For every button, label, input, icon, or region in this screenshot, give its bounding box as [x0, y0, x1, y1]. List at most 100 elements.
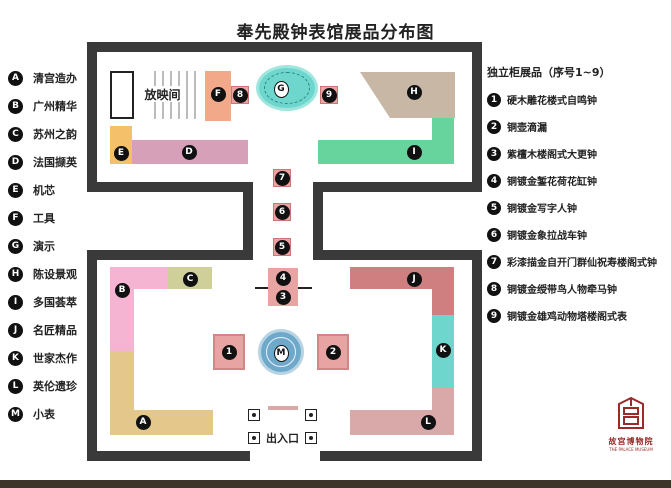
legend-label: 名匠精品 [33, 324, 77, 337]
zone-l-label: L [420, 414, 436, 430]
cabinet-item: 7 彩漆描金自开门群仙祝寿楼阁式钟 [487, 248, 657, 275]
legend-label: 广州精华 [33, 100, 77, 113]
palace-museum-logo: 故宫博物院 THE PALACE MUSEUM [596, 396, 666, 466]
palace-seal-icon [618, 396, 644, 429]
cabinet-label: 铜镀金绶带鸟人物牵马钟 [507, 285, 617, 296]
zone-j-label: J [406, 271, 422, 287]
cabinet-6-label: 6 [274, 204, 290, 220]
zone-i [318, 140, 454, 164]
legend-badge: C [8, 126, 23, 142]
cabinet-item: 3 紫檀木楼阁式大更钟 [487, 140, 657, 167]
cabinet-8-label: 8 [232, 87, 248, 103]
logo-name: 故宫博物院 [608, 437, 654, 446]
legend-badge: F [8, 210, 23, 226]
legend-label: 小表 [33, 408, 55, 421]
legend-badge: M [8, 406, 23, 422]
zone-f-label: F [210, 86, 226, 102]
legend-item-b: B 广州精华 [8, 92, 77, 120]
legend-badge: A [8, 70, 23, 86]
zone-m-label: M [272, 344, 290, 362]
legend-label: 英伦遗珍 [33, 380, 77, 393]
zone-e-label: E [113, 145, 129, 161]
cabinet-5-label: 5 [274, 239, 290, 255]
cabinet-badge: 3 [487, 146, 501, 161]
entrance-post [248, 432, 260, 444]
cabinet-label: 紫檀木楼阁式大更钟 [507, 150, 597, 161]
cabinet-badge: 9 [487, 308, 501, 323]
cabinet-9-label: 9 [321, 87, 337, 103]
legend-badge: D [8, 154, 23, 170]
entrance-gap [250, 448, 320, 464]
cabinet-3-label: 3 [275, 289, 291, 305]
zone-b-label: B [114, 282, 130, 298]
legend-badge: H [8, 266, 23, 282]
legend-badge: J [8, 322, 23, 338]
legend-badge: K [8, 350, 23, 366]
zone-h-label: H [406, 84, 422, 100]
logo-sub: THE PALACE MUSEUM [609, 447, 653, 452]
entrance-post [305, 432, 317, 444]
entrance-post [248, 409, 260, 421]
legend-label: 世家杰作 [33, 352, 77, 365]
legend-label: 法国撷英 [33, 156, 77, 169]
cabinet-label: 铜镀金錾花荷花缸钟 [507, 177, 597, 188]
cabinet-item: 2 铜壶滴漏 [487, 113, 657, 140]
legend-label: 多国荟萃 [33, 296, 77, 309]
cabinet-label: 硬木雕花楼式自鸣钟 [507, 96, 597, 107]
cabinet-label: 铜镀金象拉战车钟 [507, 231, 587, 242]
zone-i-label: I [406, 144, 422, 160]
cabinet-label: 铜壶滴漏 [507, 123, 547, 134]
cabinet-item: 8 铜镀金绶带鸟人物牵马钟 [487, 275, 657, 302]
cabinet-label: 铜镀金雄鸡动物塔楼阁式表 [507, 312, 627, 323]
legend-item-m: M 小表 [8, 400, 77, 428]
zone-m-inner [266, 337, 296, 367]
zone-i-side [432, 118, 454, 164]
legend-item-c: C 苏州之韵 [8, 120, 77, 148]
cabinet-badge: 6 [487, 227, 501, 242]
cabinet-2-label: 2 [325, 344, 341, 360]
zone-j [350, 267, 454, 289]
legend-badge: G [8, 238, 23, 254]
cabinet-4-label: 4 [275, 270, 291, 286]
legend-badge: E [8, 182, 23, 198]
cabinet-badge: 8 [487, 281, 501, 296]
screening-room [110, 71, 134, 119]
legend-label: 苏州之韵 [33, 128, 77, 141]
legend-item-k: K 世家杰作 [8, 344, 77, 372]
cabinet-1 [213, 334, 245, 370]
legend-item-i: I 多国荟萃 [8, 288, 77, 316]
cabinet-label: 铜镀金写字人钟 [507, 204, 577, 215]
entrance-mat [268, 406, 298, 410]
screening-room-label: 放映间 [140, 86, 185, 102]
zone-l-bottom [350, 410, 454, 435]
zone-a-label: A [135, 414, 151, 430]
footer-bar [0, 480, 671, 488]
cabinet-7-label: 7 [274, 170, 290, 186]
zone-c-label: C [182, 271, 198, 287]
cabinet-label: 彩漆描金自开门群仙祝寿楼阁式钟 [507, 258, 657, 269]
cabinet-badge: 2 [487, 119, 501, 134]
legend-item-a: A 清宫造办 [8, 64, 77, 92]
legend-label: 演示 [33, 240, 55, 253]
zone-d-label: D [181, 144, 197, 160]
zone-j-side [432, 267, 454, 315]
cabinet-legend-heading: 独立柜展品（序号1~9） [487, 66, 611, 79]
cabinet-1-label: 1 [221, 344, 237, 360]
cabinet-badge: 4 [487, 173, 501, 188]
zone-k-label: K [435, 342, 451, 358]
legend-badge: I [8, 294, 23, 310]
legend-label: 清宫造办 [33, 72, 77, 85]
cabinet-item: 6 铜镀金象拉战车钟 [487, 221, 657, 248]
legend-badge: B [8, 98, 23, 114]
page-title: 奉先殿钟表馆展品分布图 [236, 23, 435, 43]
legend-item-g: G 演示 [8, 232, 77, 260]
cabinet-badge: 7 [487, 254, 501, 269]
